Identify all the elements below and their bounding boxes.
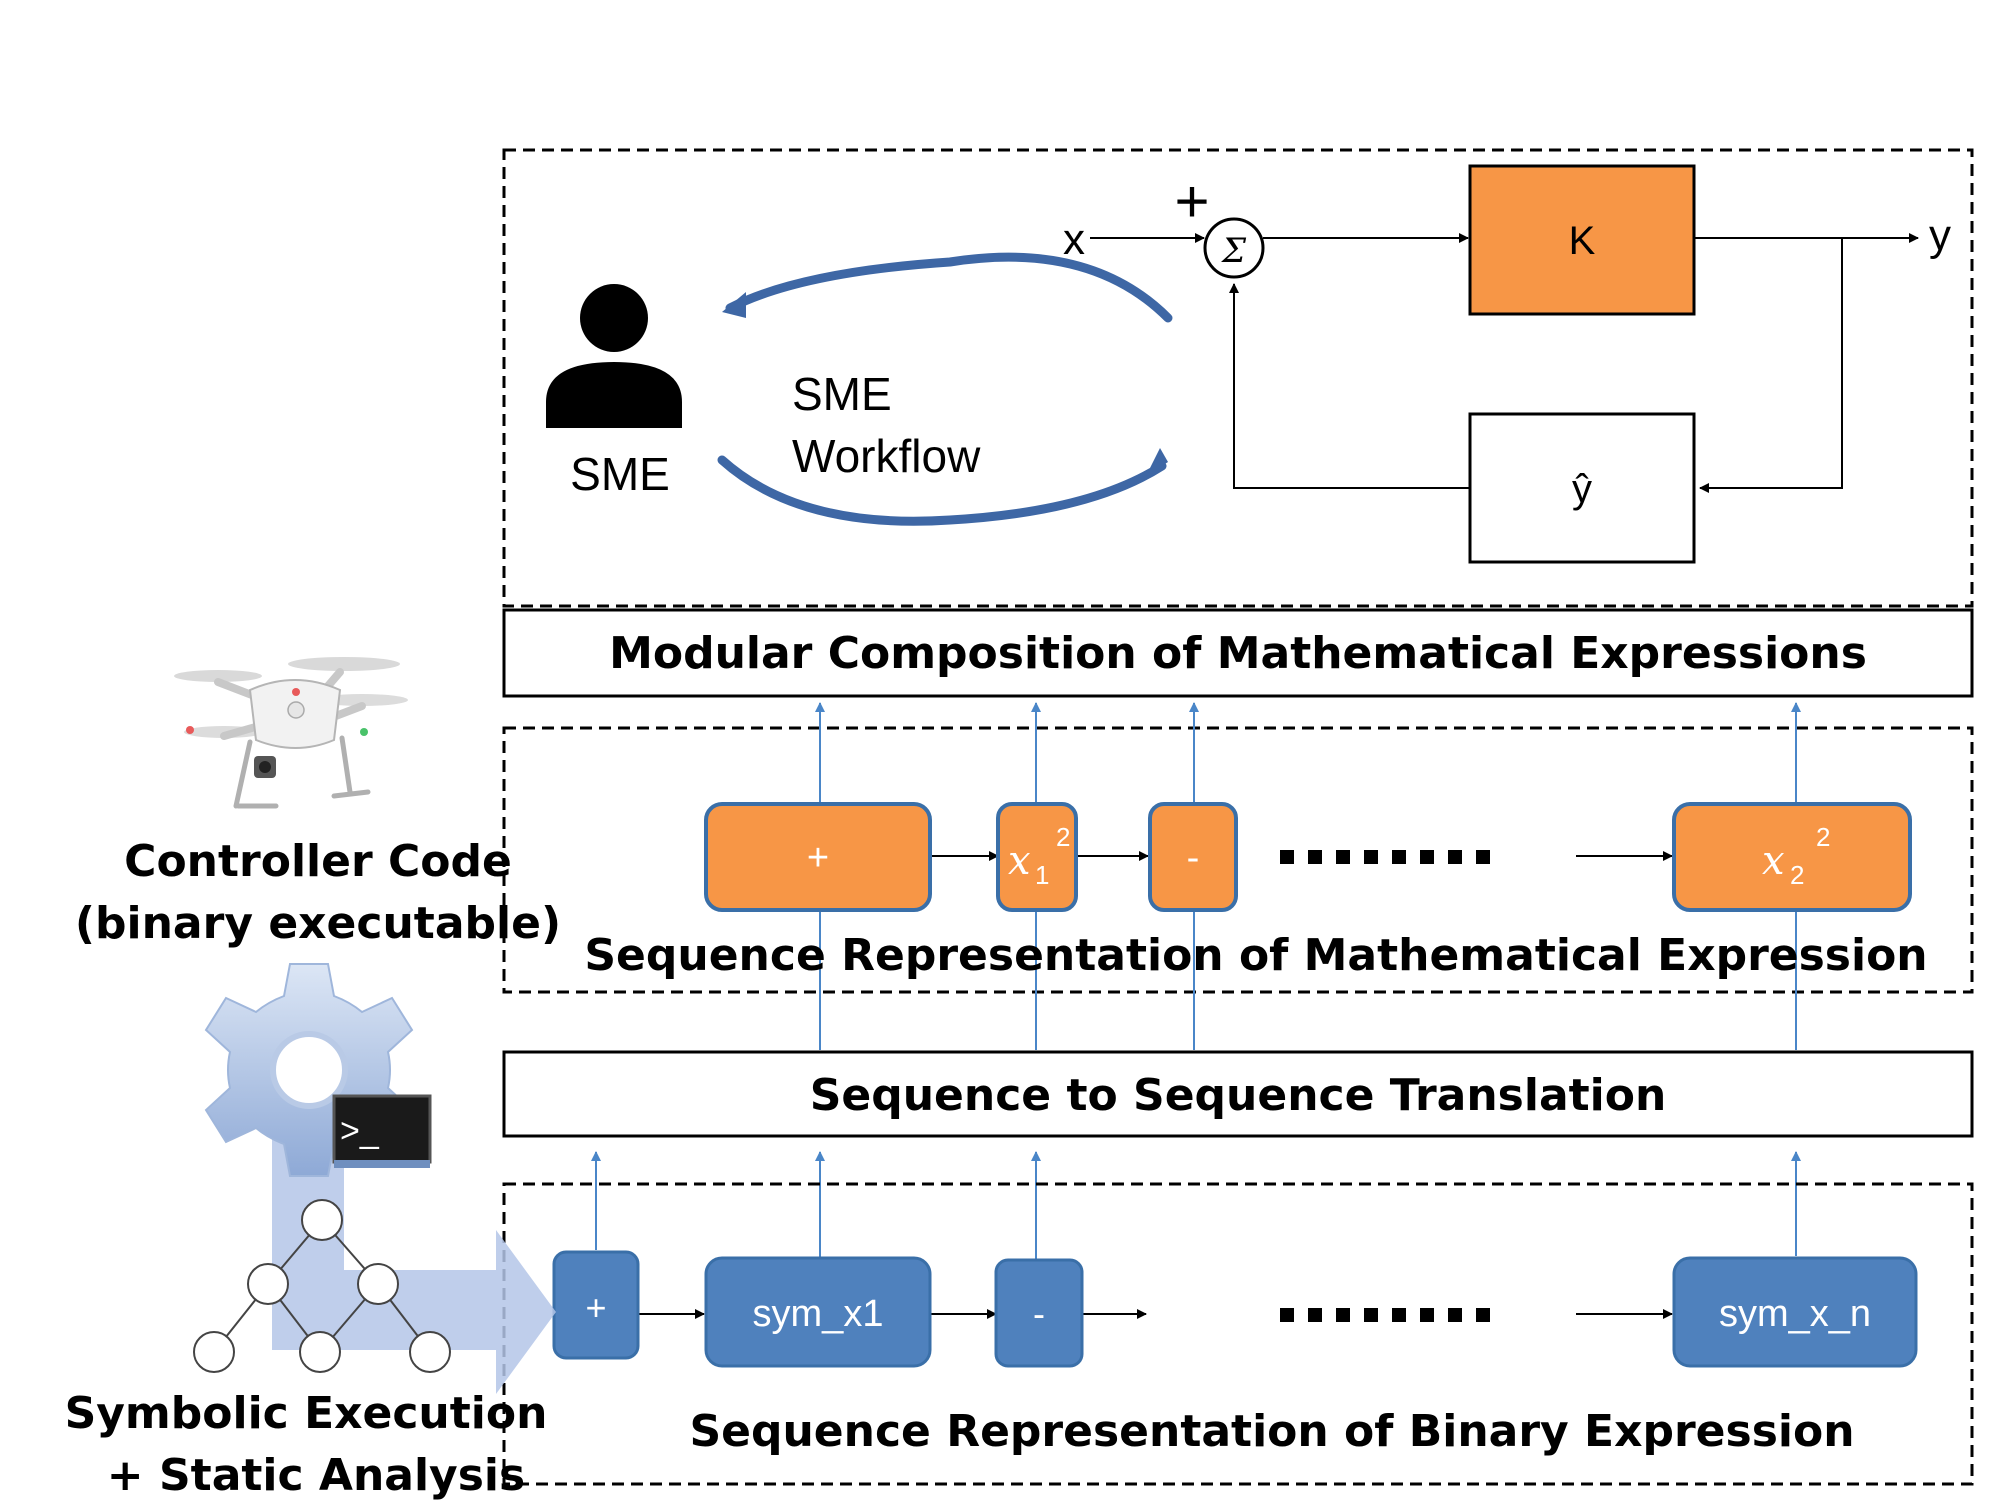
- math-sequence-label: Sequence Representation of Mathematical …: [584, 930, 1927, 981]
- binary-token-minus: [994, 1258, 1084, 1368]
- analysis-line1: Symbolic Execution: [65, 1388, 548, 1439]
- binary-ellipsis: [1280, 1308, 1490, 1322]
- binary-token-sym-x1-label: sym_x1: [753, 1293, 884, 1335]
- math-token-x2-sup: 2: [1816, 822, 1830, 852]
- math-token-x1-squared: [996, 802, 1078, 912]
- gain-label: K: [1569, 219, 1596, 263]
- feedback-block: [1468, 412, 1696, 564]
- plus-sign: +: [1174, 168, 1209, 235]
- sme-label: SME: [570, 448, 670, 500]
- gain-block: [1468, 164, 1696, 316]
- upward-arrows: [591, 702, 1801, 1262]
- feedback-path-out: [1699, 238, 1843, 493]
- feedback-path-in: [1229, 283, 1470, 489]
- math-token-plus: [704, 802, 932, 912]
- input-label-x: x: [1063, 215, 1085, 264]
- math-token-x1-sup: 2: [1056, 822, 1070, 852]
- math-token-plus-label: +: [807, 837, 829, 879]
- binary-token-plus-label: +: [585, 1287, 606, 1328]
- binary-token-sym-x-n: [1672, 1256, 1918, 1368]
- binary-sequence-label: Sequence Representation of Binary Expres…: [689, 1406, 1854, 1457]
- workflow-cycle-icon: [717, 252, 1173, 526]
- math-token-x1-sub: 1: [1035, 860, 1049, 890]
- math-token-minus-label: -: [1187, 837, 1200, 879]
- math-ellipsis: [1280, 850, 1490, 864]
- modular-composition-bar: [502, 608, 1974, 698]
- math-sequence-frame: [502, 726, 1974, 994]
- binary-token-sym-x-n-label: sym_x_n: [1719, 1293, 1871, 1335]
- analysis-line2: + Static Analysis: [107, 1450, 525, 1501]
- terminal-icon: >_: [332, 1094, 432, 1168]
- binary-token-plus: [552, 1250, 640, 1360]
- controller-code-line1: Controller Code: [124, 836, 512, 887]
- translation-label: Sequence to Sequence Translation: [810, 1070, 1667, 1121]
- output-label-y: y: [1929, 211, 1951, 260]
- summing-junction: [1203, 217, 1265, 279]
- terminal-prompt: >_: [340, 1112, 380, 1150]
- math-token-x2-base: x: [1762, 838, 1785, 884]
- controller-code-line2: (binary executable): [75, 898, 561, 949]
- sum-symbol: Σ: [1220, 231, 1247, 271]
- math-token-minus: [1148, 802, 1238, 912]
- modular-composition-label: Modular Composition of Mathematical Expr…: [609, 628, 1867, 679]
- person-icon: [546, 284, 682, 428]
- workflow-label-line1: SME: [792, 368, 892, 420]
- workflow-label-line2: Workflow: [792, 430, 981, 482]
- math-token-x2-sub: 2: [1790, 860, 1804, 890]
- translation-bar: [502, 1050, 1974, 1138]
- control-panel-frame: [502, 148, 1974, 608]
- math-token-x1-base: x: [1008, 838, 1031, 884]
- drone-icon: [174, 657, 408, 809]
- feedback-label: ŷ: [1572, 467, 1592, 511]
- math-token-x2-squared: [1672, 802, 1912, 912]
- binary-token-minus-label: -: [1033, 1293, 1045, 1334]
- binary-token-sym-x1: [704, 1256, 932, 1368]
- tree-icon: [193, 1199, 451, 1373]
